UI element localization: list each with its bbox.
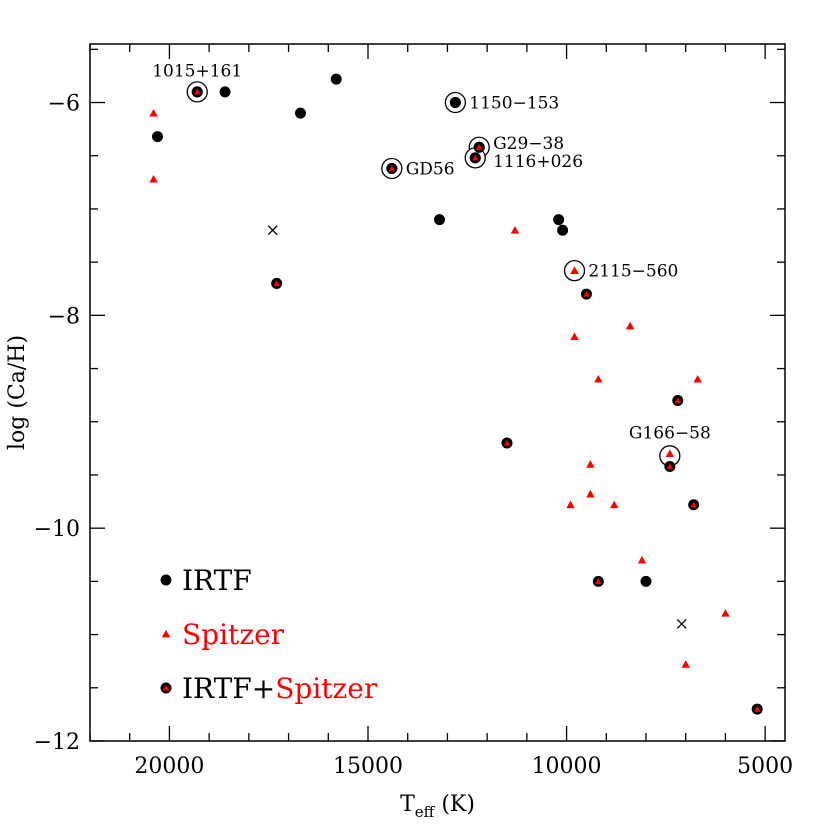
- legend-label-part: Spitzer: [275, 672, 378, 705]
- irtf-spitzer-triangle: [754, 705, 761, 712]
- irtf-point: [433, 214, 445, 226]
- y-tick-label: −10: [34, 517, 80, 542]
- irtf-spitzer-triangle: [388, 165, 396, 172]
- irtf-spitzer-triangle: [503, 439, 511, 446]
- irtf-spitzer-point: [580, 288, 592, 300]
- x-tick-label: 5000: [737, 754, 793, 779]
- annotation-label: G29−38: [493, 134, 564, 154]
- irtf-point-highlighted: [449, 97, 461, 109]
- irtf-spitzer-point: [271, 277, 283, 289]
- irtf-point: [330, 73, 342, 85]
- irtf-point: [294, 107, 306, 119]
- irtf-spitzer-point-legend: [160, 682, 172, 694]
- spitzer-point: [625, 321, 635, 330]
- irtf-spitzer-triangle: [273, 280, 280, 286]
- legend-item: Spitzer: [161, 618, 285, 651]
- legend-label: Spitzer: [182, 618, 285, 651]
- legend-label: IRTF: [182, 564, 252, 597]
- irtf-spitzer-point: [664, 460, 676, 472]
- spitzer-point: [570, 332, 579, 340]
- x-axis-label: Teff (K): [400, 792, 475, 821]
- irtf-spitzer-point: [751, 703, 763, 715]
- irtf-spitzer-point-highlighted: [473, 141, 485, 153]
- irtf-spitzer-triangle: [666, 463, 674, 470]
- spitzer-point-legend: [161, 629, 171, 638]
- irtf-spitzer-triangle: [162, 684, 170, 691]
- annotation-label: GD56: [406, 160, 455, 180]
- spitzer-point-highlighted: [570, 266, 579, 275]
- legend-label-part: Spitzer: [182, 618, 285, 651]
- irtf-spitzer-triangle: [583, 290, 590, 297]
- annotation-label: 2115−560: [588, 262, 678, 282]
- y-axis-label: log (Ca/H): [5, 335, 30, 450]
- irtf-spitzer-point-highlighted: [386, 163, 398, 175]
- annotation-label: G166−58: [629, 423, 711, 443]
- spitzer-point: [586, 460, 595, 468]
- plot-frame: [89, 43, 786, 742]
- legend-item: IRTF: [160, 564, 252, 597]
- irtf-spitzer-point-highlighted: [469, 152, 481, 164]
- spitzer-point: [149, 108, 158, 117]
- spitzer-point: [637, 555, 647, 564]
- irtf-spitzer-triangle: [674, 397, 681, 404]
- cross-stroke: [676, 618, 687, 629]
- cross-point: [267, 225, 278, 236]
- legend-item: IRTF+Spitzer: [160, 672, 378, 705]
- y-tick-label: −12: [34, 730, 80, 755]
- irtf-spitzer-triangle: [472, 154, 479, 161]
- irtf-spitzer-triangle: [595, 578, 602, 584]
- y-tick-label: −6: [48, 92, 80, 117]
- spitzer-point: [149, 174, 158, 183]
- irtf-spitzer-point: [688, 499, 700, 511]
- y-tick-label: −8: [48, 304, 80, 329]
- spitzer-point: [594, 374, 603, 383]
- x-tick-label: 15000: [333, 754, 403, 779]
- x-tick-label: 10000: [532, 754, 602, 779]
- irtf-point: [152, 131, 164, 143]
- tick-labels: 20000 15000 10000 5000 −12 −10 −8 −6: [34, 92, 794, 779]
- legend-label-part: IRTF: [182, 564, 252, 597]
- x-tick-label: 20000: [134, 754, 204, 779]
- spitzer-point: [566, 500, 575, 509]
- irtf-spitzer-point: [501, 437, 513, 449]
- irtf-point: [557, 224, 569, 236]
- cross-point: [676, 618, 687, 629]
- spitzer-point: [665, 449, 675, 458]
- irtf-spitzer-point: [672, 394, 684, 406]
- irtf-point: [640, 575, 652, 587]
- legend-label-part: IRTF+: [182, 672, 275, 705]
- spitzer-point: [610, 500, 619, 509]
- spitzer-point: [681, 660, 690, 668]
- irtf-point: [553, 214, 565, 226]
- annotation-label: 1150−153: [469, 94, 559, 114]
- x-axis-label-main: T: [400, 792, 415, 817]
- cross-stroke: [267, 225, 278, 236]
- annotation-label: 1116+026: [493, 152, 583, 172]
- x-axis-label-sub: eff: [415, 803, 436, 821]
- irtf-spitzer-point-highlighted: [191, 86, 203, 98]
- irtf-point-legend: [160, 574, 172, 586]
- irtf-spitzer-triangle: [690, 501, 697, 508]
- irtf-spitzer-point: [592, 575, 604, 587]
- irtf-spitzer-triangle: [194, 88, 201, 95]
- annotation-label: 1015+161: [152, 62, 242, 82]
- irtf-point: [219, 86, 231, 98]
- irtf-spitzer-triangle: [476, 144, 483, 150]
- spitzer-point: [510, 226, 520, 234]
- x-axis-label-unit: (K): [441, 792, 475, 817]
- spitzer-point: [693, 374, 702, 383]
- spitzer-point: [586, 489, 595, 498]
- spitzer-point: [721, 609, 730, 617]
- legend-label: IRTF+Spitzer: [182, 672, 378, 705]
